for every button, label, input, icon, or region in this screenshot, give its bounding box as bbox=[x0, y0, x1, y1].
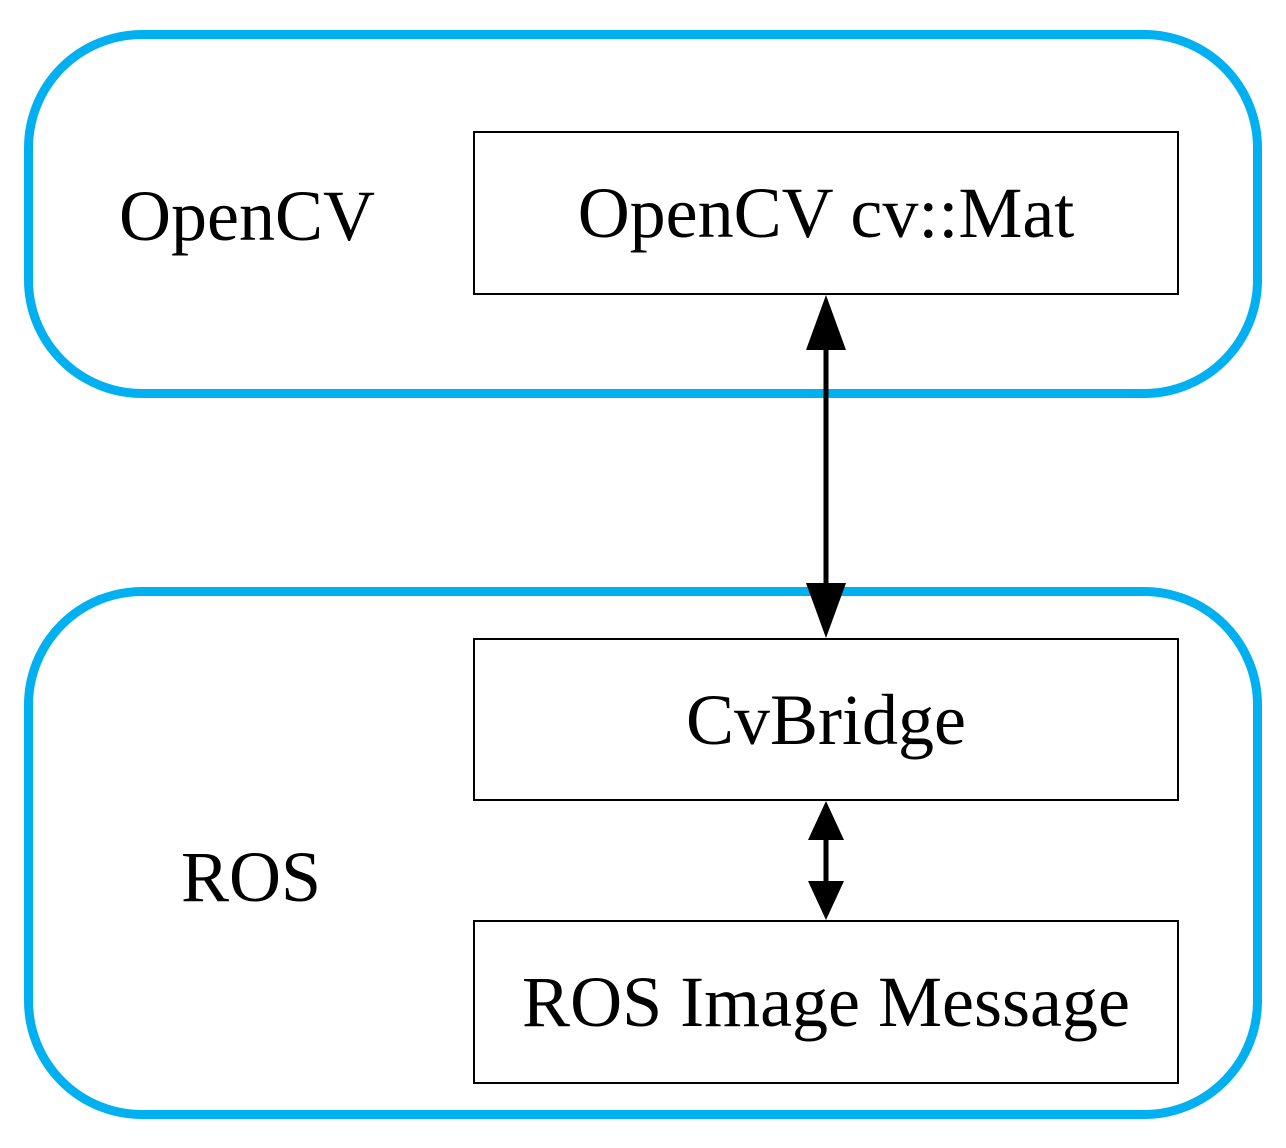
cvbridge-node: CvBridge bbox=[473, 638, 1179, 801]
ros-image-message-label: ROS Image Message bbox=[522, 962, 1130, 1042]
opencv-mat-node: OpenCV cv::Mat bbox=[473, 131, 1179, 295]
opencv-mat-label: OpenCV cv::Mat bbox=[577, 173, 1075, 253]
ros-group-label: ROS bbox=[181, 837, 322, 917]
cvbridge-label: CvBridge bbox=[686, 679, 966, 760]
ros-image-message-node: ROS Image Message bbox=[473, 920, 1179, 1084]
opencv-group-label: OpenCV bbox=[119, 176, 375, 256]
